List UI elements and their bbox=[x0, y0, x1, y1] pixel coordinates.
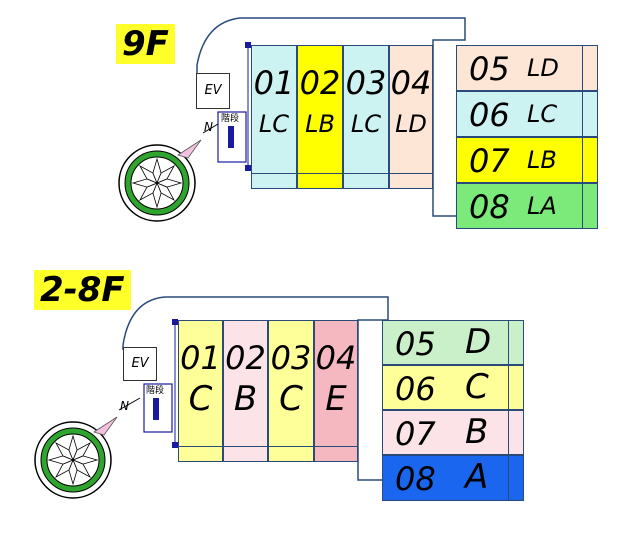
unit-2-8f-05: 05 D bbox=[382, 320, 524, 365]
unit-number: 08 bbox=[395, 460, 436, 498]
compass-petal bbox=[156, 165, 175, 184]
unit-type: D bbox=[465, 322, 492, 362]
unit-number: 01 bbox=[253, 64, 295, 102]
unit-type: LB bbox=[527, 146, 557, 174]
unit-number: 06 bbox=[469, 96, 510, 134]
unit-9f-05: 05 LD bbox=[456, 45, 598, 91]
unit-2-8f-07: 07 B bbox=[382, 410, 524, 455]
unit-type: LC bbox=[527, 100, 558, 128]
unit-type: B bbox=[233, 379, 258, 419]
unit-type: LB bbox=[305, 110, 335, 138]
unit-type: LD bbox=[527, 54, 559, 82]
unit-type: LC bbox=[350, 110, 382, 138]
unit-number: 01 bbox=[180, 339, 221, 377]
unit-9f-07: 07 LB bbox=[456, 137, 598, 183]
stairs-label-9f: 階段 bbox=[221, 114, 240, 124]
unit-2-8f-08: 08 A bbox=[382, 455, 524, 501]
unit-type: A bbox=[465, 457, 489, 497]
stairs-label-2-8f: 階段 bbox=[146, 386, 165, 396]
unit-number: 03 bbox=[345, 64, 387, 102]
unit-number: 07 bbox=[395, 415, 436, 453]
unit-9f-08: 08 LA bbox=[456, 183, 598, 229]
stairs-2-8f bbox=[143, 383, 173, 433]
floor-label-2-8f: 2-8F bbox=[34, 270, 131, 310]
unit-type: E bbox=[325, 379, 347, 419]
compass-petal bbox=[72, 442, 91, 461]
unit-number: 04 bbox=[390, 64, 432, 102]
unit-2-8f-06: 06 C bbox=[382, 365, 524, 410]
unit-number: 02 bbox=[225, 339, 266, 377]
unit-type: B bbox=[465, 412, 489, 452]
north-label-2-8f: N bbox=[120, 399, 129, 413]
unit-number: 02 bbox=[299, 64, 341, 102]
unit-2-8f-01: 01 C bbox=[178, 320, 223, 462]
unit-2-8f-03: 03 C bbox=[268, 320, 314, 462]
north-label-9f: N bbox=[204, 120, 213, 134]
unit-9f-06: 06 LC bbox=[456, 91, 598, 137]
elevator-2-8f: EV bbox=[123, 347, 157, 381]
elevator-9f: EV bbox=[196, 73, 230, 109]
unit-type: C bbox=[279, 379, 303, 419]
compass-icon bbox=[34, 397, 141, 499]
unit-type: C bbox=[188, 379, 213, 419]
unit-2-8f-04: 04 E bbox=[314, 320, 358, 462]
unit-number: 06 bbox=[395, 370, 436, 408]
unit-9f-04: 04 LD bbox=[389, 45, 433, 189]
unit-number: 08 bbox=[469, 188, 510, 226]
unit-number: 05 bbox=[395, 325, 436, 363]
stairs-9f bbox=[217, 111, 247, 163]
unit-9f-01: 01 LC bbox=[251, 45, 297, 189]
unit-number: 04 bbox=[315, 339, 357, 377]
compass-icon bbox=[118, 123, 219, 222]
floor-label-9f: 9F bbox=[116, 24, 175, 64]
unit-2-8f-02: 02 B bbox=[223, 320, 268, 462]
unit-number: 03 bbox=[270, 339, 312, 377]
unit-type: C bbox=[465, 367, 489, 407]
unit-9f-03: 03 LC bbox=[343, 45, 389, 189]
unit-number: 05 bbox=[469, 50, 510, 88]
unit-type: LA bbox=[527, 192, 557, 220]
unit-type: LD bbox=[395, 110, 427, 138]
unit-number: 07 bbox=[469, 142, 510, 180]
unit-9f-02: 02 LB bbox=[297, 45, 343, 189]
unit-type: LC bbox=[258, 110, 290, 138]
